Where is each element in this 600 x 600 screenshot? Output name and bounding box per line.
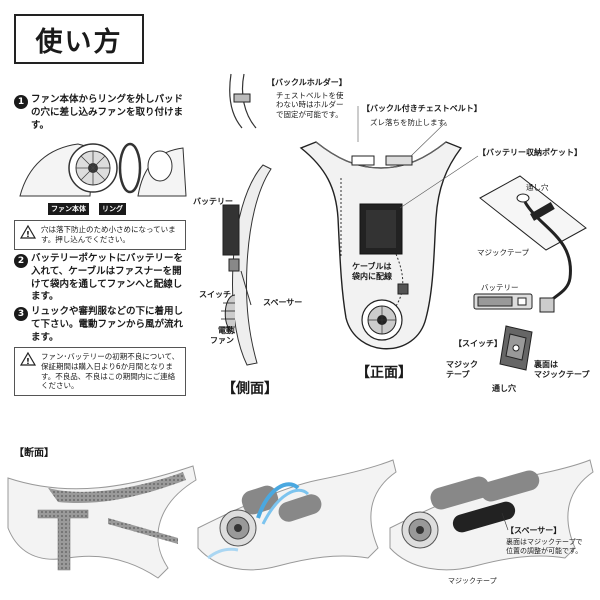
switch-magic-tape-label-line2: テープ xyxy=(446,370,470,379)
spacer-desc: 裏面はマジックテープで 位置の調整が可能です。 xyxy=(506,538,583,556)
spacer-desc-line2: 位置の調整が可能です。 xyxy=(506,546,583,555)
accessory-battery-label: バッテリー xyxy=(481,283,519,292)
step-text: バッテリーポケットにバッテリーを入れて、ケーブルはファスナーを開けて袋内を通して… xyxy=(31,253,184,303)
buckle-holder-desc-line1: チェストベルトを使 xyxy=(276,91,344,100)
accessory-magic-tape-label: マジックテープ xyxy=(477,248,530,257)
fan-ring-illustration xyxy=(19,142,187,197)
front-view-illustration xyxy=(299,106,479,350)
buckle-holder-desc-line2: わない時はホルダー xyxy=(276,100,344,110)
cross-section-pad-2 xyxy=(197,459,397,571)
buckle-holder-title: 【バックルホルダー】 xyxy=(267,78,347,87)
step-text: ファン本体からリングを外しパッドの穴に差し込みファンを取り付けます。 xyxy=(31,94,184,131)
note-text: 穴は落下防止のため小さめになっています。押し込んでください。 xyxy=(41,225,176,244)
step-1: 1 ファン本体からリングを外しパッドの穴に差し込みファンを取り付けます。 xyxy=(14,94,189,132)
svg-text:!: ! xyxy=(26,357,30,366)
step-text: リュックや審判服などの下に着用して下さい。電動ファンから風が流れます。 xyxy=(31,306,184,343)
switch-back-label: 裏面は マジックテープ xyxy=(534,360,590,380)
cable-routing-label-line1: ケーブルは xyxy=(352,262,392,271)
side-view-illustration xyxy=(221,164,272,366)
chest-belt-title: 【バックル付きチェストベルト】 xyxy=(362,104,482,113)
step-number: 2 xyxy=(14,254,28,268)
switch-through-hole-label: 通し穴 xyxy=(492,384,516,393)
fan-body-tag: ファン本体 xyxy=(48,203,89,215)
side-view-caption: 【側面】 xyxy=(222,381,278,397)
step-number: 1 xyxy=(14,95,28,109)
note-text: ファン･バッテリーの初期不良について、保証期間は購入日より6か月間となります。不… xyxy=(41,352,180,391)
step-3: 3 リュックや審判服などの下に着用して下さい。電動ファンから風が流れます。 xyxy=(14,306,189,344)
switch-illustration xyxy=(499,325,533,371)
spacer-desc-line1: 裏面はマジックテープで xyxy=(506,538,583,546)
side-fan-label-line2: ファン xyxy=(210,336,234,345)
note-drop-prevention: ! 穴は落下防止のため小さめになっています。押し込んでください。 xyxy=(14,220,186,250)
ring-tag: リング xyxy=(99,203,126,215)
buckle-holder-desc-line3: で固定が可能です。 xyxy=(276,109,343,119)
buckle-holder-illustration xyxy=(229,73,257,129)
cross-section-pad-3 xyxy=(389,459,594,571)
side-spacer-label: スペーサー xyxy=(263,298,303,307)
switch-back-label-line1: 裏面は xyxy=(534,360,558,369)
switch-title: 【スイッチ】 xyxy=(454,339,502,348)
switch-magic-tape-label: マジック テープ xyxy=(446,360,478,380)
step-number: 3 xyxy=(14,307,28,321)
warning-icon: ! xyxy=(19,351,37,366)
battery-pocket-title: 【バッテリー収納ポケット】 xyxy=(478,148,582,157)
side-fan-label-line1: 電動 xyxy=(218,326,234,335)
buckle-holder-desc: チェストベルトを使 わない時はホルダー で固定が可能です。 xyxy=(276,91,344,119)
cable-routing-label-line2: 袋内に配線 xyxy=(352,272,392,281)
spacer-title: 【スペーサー】 xyxy=(506,526,562,535)
switch-magic-tape-label-line1: マジック xyxy=(446,360,478,369)
cross-section-title: 【断面】 xyxy=(14,448,54,459)
switch-back-label-line2: マジックテープ xyxy=(534,370,590,379)
svg-text:!: ! xyxy=(26,230,30,239)
cross-section-pad-1 xyxy=(7,465,197,579)
warning-icon: ! xyxy=(19,224,37,239)
front-view-caption: 【正面】 xyxy=(356,365,412,381)
side-fan-label: 電動 ファン xyxy=(210,326,234,346)
step-2: 2 バッテリーポケットにバッテリーを入れて、ケーブルはファスナーを開けて袋内を通… xyxy=(14,253,189,304)
cable-routing-label: ケーブルは 袋内に配線 xyxy=(352,262,392,282)
battery-unit-illustration xyxy=(473,293,533,310)
cross-section-magic-tape-label: マジックテープ xyxy=(448,577,497,585)
note-warranty: ! ファン･バッテリーの初期不良について、保証期間は購入日より6か月間となります… xyxy=(14,347,186,396)
chest-belt-desc: ズレ落ちを防止します。 xyxy=(370,118,452,127)
battery-cable-illustration xyxy=(479,175,587,313)
side-switch-label: スイッチ xyxy=(199,290,231,299)
side-battery-label: バッテリー xyxy=(193,197,233,206)
page-title: 使い方 xyxy=(14,14,144,64)
through-hole-label: 通し穴 xyxy=(526,183,549,192)
